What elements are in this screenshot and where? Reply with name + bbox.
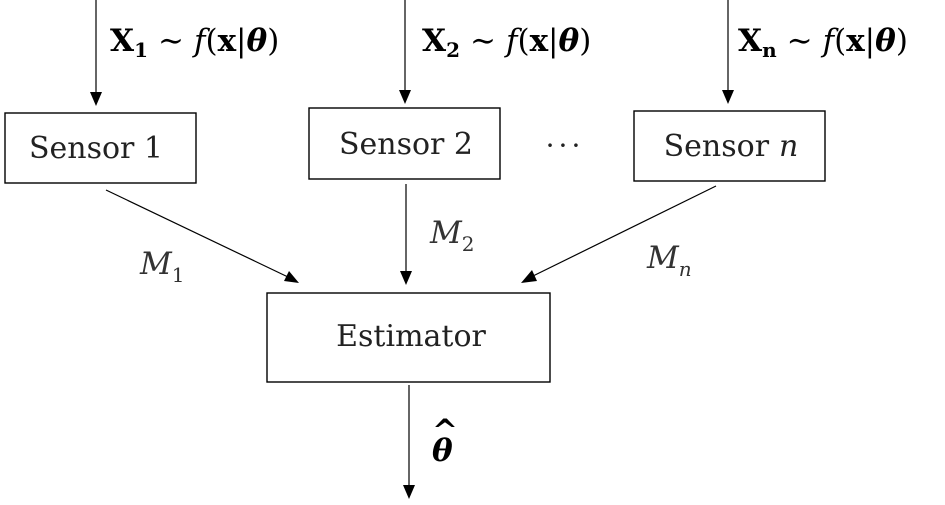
message-arrowhead-2 — [400, 271, 412, 285]
input-arrowhead-sensor-n — [722, 90, 734, 104]
message-label-1: M1 — [139, 246, 184, 287]
sensor-2-label: Sensor 2 — [339, 127, 473, 162]
input-arrowhead-sensor-1 — [90, 92, 102, 106]
ellipsis: ··· — [546, 129, 585, 162]
estimator-box: Estimator — [266, 292, 551, 383]
sensor-1-box: Sensor 1 — [4, 112, 197, 184]
message-arrowhead-1 — [284, 271, 299, 283]
sensor-2-box: Sensor 2 — [308, 107, 501, 180]
estimator-label: Estimator — [336, 319, 486, 354]
output-theta: θ — [432, 433, 453, 469]
message-arrowhead-n — [521, 270, 537, 283]
input-label-sensor-2: X2∼f(x|θ) — [422, 23, 591, 62]
input-arrowhead-sensor-2 — [399, 90, 411, 104]
message-arrow-n — [532, 185, 717, 277]
output-arrowhead — [403, 485, 415, 499]
input-label-sensor-n: Xn∼f(x|θ) — [738, 23, 908, 62]
output-hat: ^ — [432, 413, 458, 449]
output-estimate-label: θ ^ — [432, 413, 458, 469]
sensor-1-label: Sensor 1 — [29, 131, 163, 166]
input-label-sensor-1: X1∼f(x|θ) — [110, 23, 279, 62]
message-label-n: Mn — [646, 240, 692, 281]
message-label-2: M2 — [429, 215, 474, 256]
message-arrow-1 — [105, 189, 289, 278]
